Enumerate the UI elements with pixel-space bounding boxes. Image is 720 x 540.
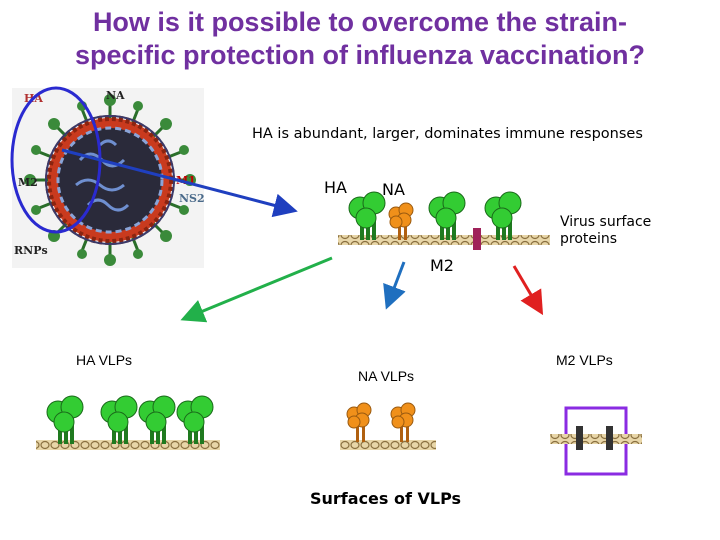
red-arrow-m2-vlp — [512, 265, 544, 316]
m2-vlp-channel-2 — [606, 426, 613, 450]
title-line-2: specific protection of influenza vaccina… — [74, 40, 646, 70]
virus-label-ns: NS2 — [179, 192, 205, 205]
footer-title: Surfaces of VLPs — [310, 489, 462, 508]
m2-vlp-membrane — [550, 434, 642, 444]
ha-vlp-trimer-2 — [100, 395, 138, 444]
membrane-ha-1 — [348, 191, 386, 240]
virus-label-rnps: RNPs — [14, 244, 48, 257]
ha-vlp-membrane — [36, 440, 220, 450]
membrane-ha-3 — [484, 191, 522, 240]
blue-pointer-arrow — [61, 148, 298, 218]
ha-vlp-trimer-4 — [176, 395, 214, 444]
membrane-m2 — [473, 228, 481, 250]
virus-label-na: NA — [106, 89, 125, 102]
vlp-label-ha: HA VLPs — [76, 352, 133, 368]
slide-title: How is it possible to overcome the strai… — [0, 6, 720, 72]
title-line-1: How is it possible to overcome the strai… — [92, 7, 628, 37]
na-vlp-tetramer-1 — [346, 402, 372, 442]
na-vlp-tetramer-2 — [390, 402, 416, 442]
note-text: HA is abundant, larger, dominates immune… — [252, 126, 643, 142]
na-vlp-membrane — [340, 440, 436, 450]
membrane-label-na: NA — [382, 180, 405, 199]
membrane-ha-2 — [428, 191, 466, 240]
virus-label-m2: M2 — [18, 176, 38, 189]
surface-proteins-label: Virus surface proteins — [560, 214, 652, 247]
ha-vlp-trimer-1 — [46, 395, 84, 444]
green-arrow-ha-vlp — [180, 256, 333, 323]
membrane-na-1 — [388, 202, 414, 240]
vlp-label-m2: M2 VLPs — [556, 352, 613, 368]
highlight-circle — [10, 86, 102, 234]
blue-arrow-na-vlp — [383, 261, 406, 310]
ha-vlp-trimer-3 — [138, 395, 176, 444]
membrane-label-ha: HA — [324, 178, 347, 197]
vlp-label-na: NA VLPs — [358, 368, 415, 384]
membrane-label-m2: M2 — [430, 256, 454, 275]
m2-vlp-channel-1 — [576, 426, 583, 450]
